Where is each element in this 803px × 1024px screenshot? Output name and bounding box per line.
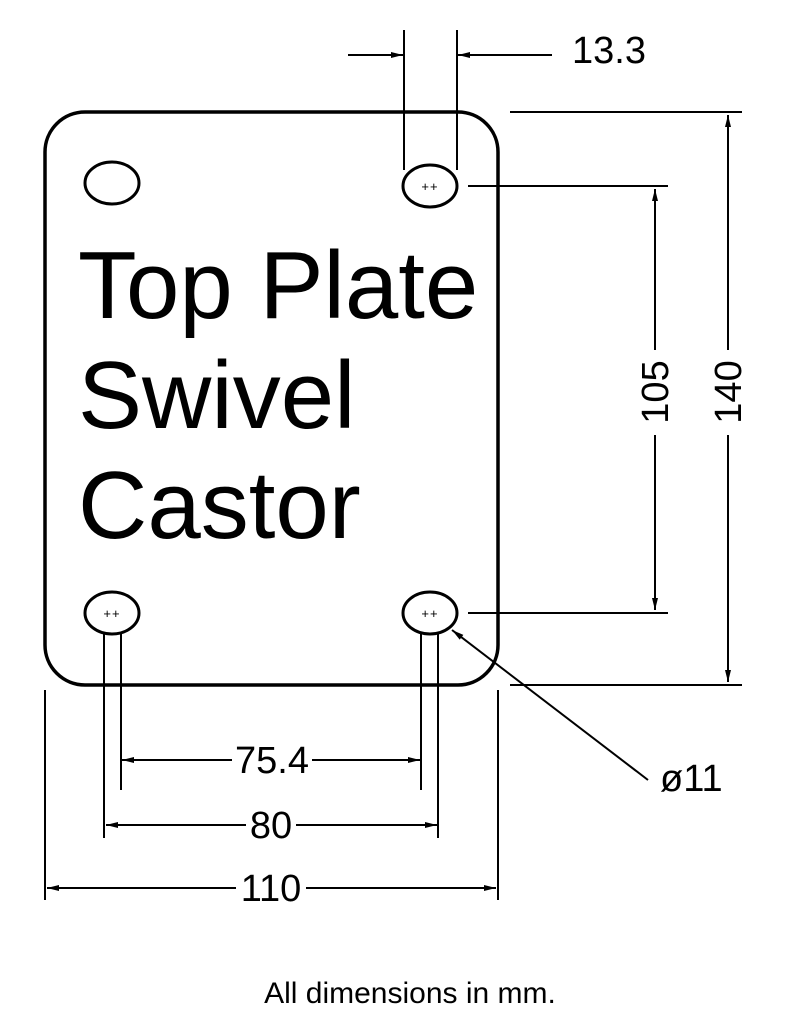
- leader-line-hole-diameter: [451, 629, 649, 781]
- dim-label-hole-spacing-horizontal: 80: [250, 805, 292, 847]
- units-note: All dimensions in mm.: [264, 977, 556, 1010]
- dim-label-plate-length: 140: [708, 360, 750, 423]
- dim-label-hole-inner-spacing: 75.4: [235, 740, 309, 782]
- dim-label-plate-width: 110: [241, 868, 302, 910]
- hole-mark-bottom-left: ++: [103, 606, 120, 621]
- bolt-hole-bottom-right: [401, 590, 459, 636]
- bolt-hole-top-right: [401, 163, 459, 209]
- bolt-hole-top-left: [83, 160, 141, 206]
- hole-mark-bottom-right: ++: [421, 606, 438, 621]
- drawing-title-line-2: Swivel: [78, 342, 355, 449]
- top-plate-outline: [43, 110, 500, 687]
- hole-mark-top-right: ++: [421, 179, 438, 194]
- dim-label-hole-diameter: ø11: [660, 758, 723, 800]
- bolt-hole-bottom-left: [83, 590, 141, 636]
- dim-label-slot-width: 13.3: [572, 30, 646, 72]
- dim-label-hole-spacing-vertical: 105: [635, 360, 677, 423]
- drawing-title-line-3: Castor: [78, 452, 361, 559]
- drawing-title-line-1: Top Plate: [78, 232, 478, 339]
